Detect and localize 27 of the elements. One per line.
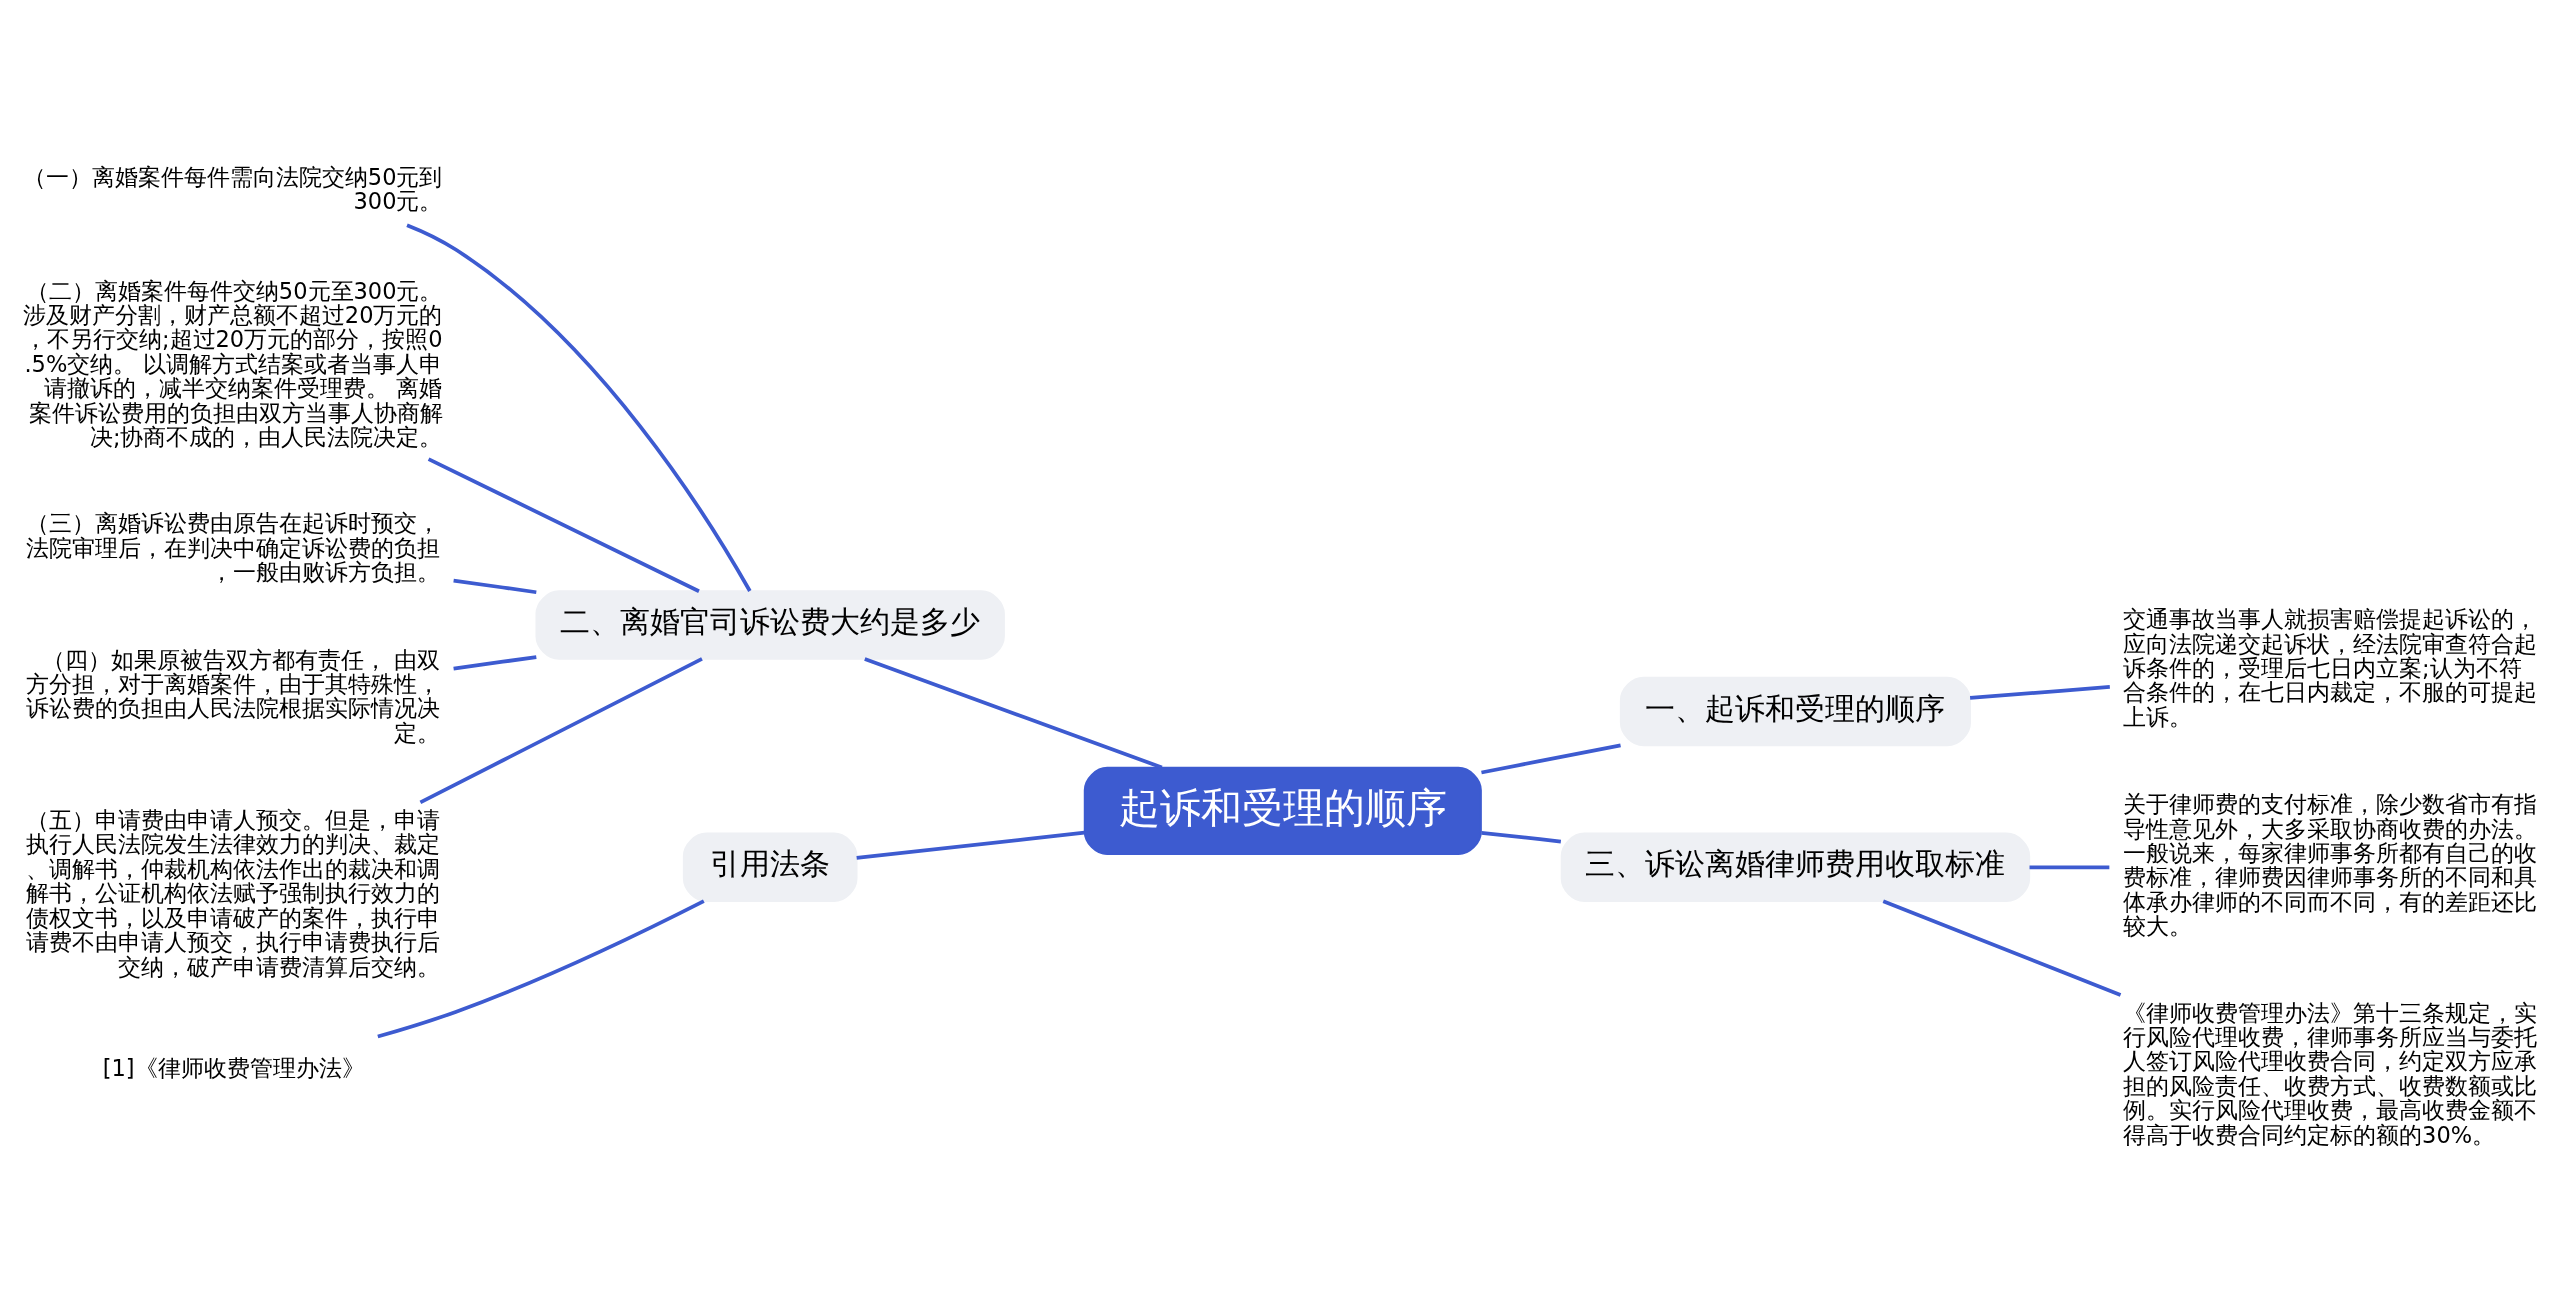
node-text: （三）离婚诉讼费由原告在起诉时预交，法院审理后，在判决中确定诉讼费的负担，一般由败诉方负担。 [25,509,440,585]
node-text: [1]《律师收费管理办法》 [102,1054,365,1081]
connector [2029,864,2110,869]
connector [453,654,537,670]
node-text: 交通事故当事人就损害赔偿提起诉讼的，应向法院递交起诉状，经法院审查符合起诉条件的，受理后七日内立案;认为不符合条件的，在七日内裁定，不服的可提起上诉。 [2123,605,2538,730]
node-box: 起诉和受理的顺序 [1083,766,1482,855]
connector [1969,684,2110,700]
connector [419,656,703,804]
node-text: 关于律师费的支付标准，除少数省市有指导性意见外，大多采取协商收费的办法。一般说来，每家律师事务所都有自己的收费标准，律师费因律师事务所的不同和具体承办律师的不同而不同，有的差距还比较大。 [2123,790,2538,939]
connector [427,456,700,593]
connector [406,222,752,592]
connector [1481,742,1621,774]
connector [1481,830,1562,843]
node-text: 《律师收费管理办法》第十三条规定，实行风险代理收费，律师事务所应当与委托人签订风险代理收费合同，约定双方应承担的风险责任、收费方式、收费数额或比例。实行风险代理收费，最高收费金额不得高于收费合同约定标的额的30%。 [2123,999,2538,1148]
node-box: 二、离婚官司诉讼费大约是多少 [535,589,1005,660]
connector [856,830,1085,860]
connector [864,656,1163,769]
node-box: 引用法条 [682,832,858,902]
node-text: （五）申请费由申请人预交。但是，申请执行人民法院发生法律效力的判决、裁定、调解书，仲裁机构依法作出的裁决和调解书，公证机构依法赋予强制执行效力的债权文书，以及申请破产的案件，执行申请费不由申请人预交，执行申请费执行后交纳，破产申请费清算后交纳。 [25,806,440,980]
node-text: （四）如果原被告双方都有责任， 由双方分担，对于离婚案件，由于其特殊性，诉讼费的负担由人民法院根据实际情况决定。 [25,646,440,746]
connector [1882,899,2122,997]
connector [453,578,537,594]
node-box: 一、起诉和受理的顺序 [1619,676,1971,746]
node-text: （二）离婚案件每件交纳50元至300元。涉及财产分割，财产总额不超过20万元的，不另行交纳;超过20万元的部分，按照0.5%交纳。 以调解方式结案或者当事人申请撤诉的，减半交纳案件受理费。 离婚案件诉讼费用的负担由双方当事人协商解决;协商不成的，由人民法院决定。 [22,277,443,450]
node-box: 三、诉讼离婚律师费用收取标准 [1560,832,2031,902]
connector [377,898,705,1038]
node-text: （一）离婚案件每件需向法院交纳50元到300元。 [22,163,443,214]
